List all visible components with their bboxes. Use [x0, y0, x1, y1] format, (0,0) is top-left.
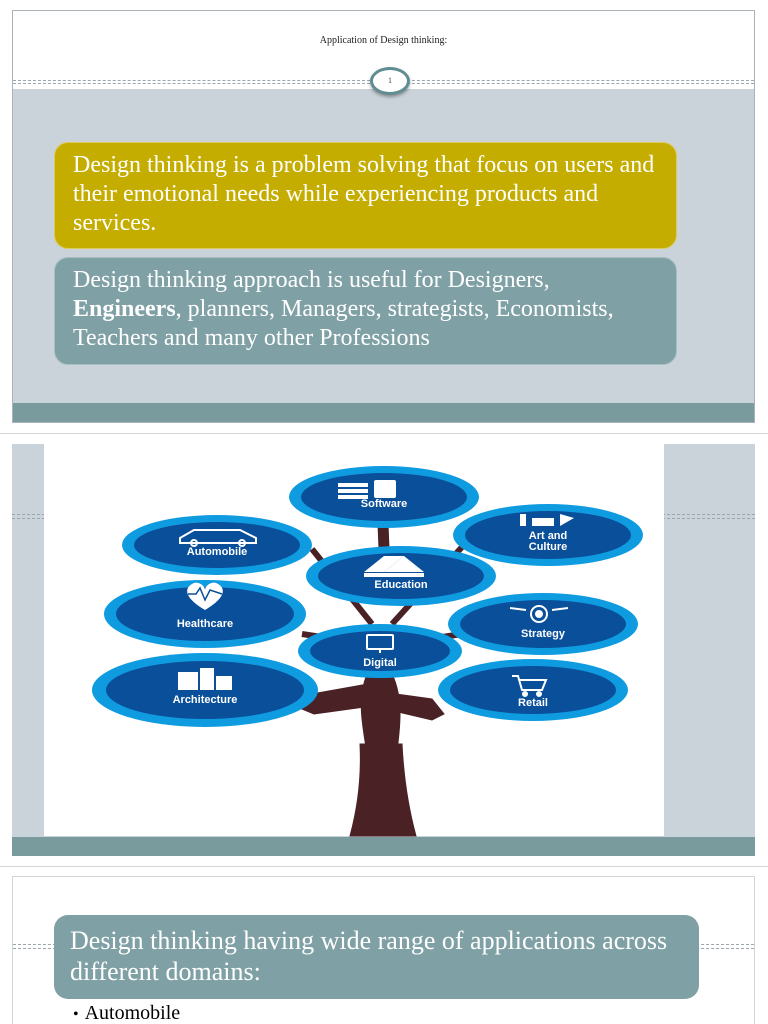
retail-node: Retail: [438, 659, 628, 721]
definition-text: Design thinking is a problem solving tha…: [73, 152, 655, 236]
art-and-culture-node: Art and Culture: [453, 504, 643, 566]
target-icon: [509, 605, 569, 623]
domain-tree-diagram: Software Automobile Art and Culture: [92, 466, 643, 837]
software-node: Software: [289, 466, 479, 528]
node-label: Strategy: [521, 628, 566, 640]
monitor-icon: [366, 634, 394, 653]
healthcare-node: Healthcare: [104, 580, 306, 648]
slide-2: Software Automobile Art and Culture: [12, 444, 755, 856]
automobile-node: Automobile: [122, 515, 312, 575]
bullet-dot: •: [73, 1006, 79, 1023]
node-label: Culture: [529, 541, 568, 553]
slide-footer-bar: [12, 837, 755, 856]
node-label: Automobile: [187, 546, 248, 558]
applications-heading: Design thinking having wide range of app…: [70, 926, 668, 986]
heart-pulse-icon: [187, 582, 223, 610]
slide-footer-bar: [13, 403, 754, 422]
node-label: Education: [374, 579, 427, 591]
slide-1: Application of Design thinking: 1 Design…: [12, 10, 755, 423]
node-label: Healthcare: [177, 618, 233, 630]
education-node: Education: [306, 546, 496, 606]
architecture-node: Architecture: [92, 653, 318, 727]
bullet-item: • Automobile: [73, 1002, 180, 1024]
page-separator: [0, 433, 768, 434]
node-label: Retail: [518, 697, 548, 709]
building-icon: [178, 668, 232, 690]
strategy-node: Strategy: [448, 593, 638, 655]
node-label: Software: [361, 498, 407, 510]
professions-text-start: Design thinking approach is useful for D…: [73, 267, 550, 293]
node-label: Architecture: [173, 694, 238, 706]
node-label: Digital: [363, 657, 397, 669]
slide-number-badge: 1: [370, 67, 410, 95]
art-icon: [520, 514, 574, 526]
node-label: Art and: [529, 530, 568, 542]
bullet-text: Automobile: [84, 1002, 181, 1024]
slide-3: Design thinking having wide range of app…: [12, 876, 755, 1024]
professions-text-end: , planners, Managers, strategists, Econo…: [73, 296, 614, 351]
applications-heading-box: Design thinking having wide range of app…: [54, 915, 699, 999]
digital-node: Digital: [298, 624, 462, 678]
professions-box: Design thinking approach is useful for D…: [54, 257, 677, 365]
professions-text-bold: Engineers: [73, 296, 176, 322]
computer-icon: [338, 480, 396, 499]
slide-title: Application of Design thinking:: [319, 35, 448, 46]
books-icon: [364, 556, 424, 577]
cart-icon: [512, 675, 548, 697]
definition-box: Design thinking is a problem solving tha…: [54, 142, 677, 249]
car-icon: [179, 529, 257, 547]
page-separator: [0, 866, 768, 867]
